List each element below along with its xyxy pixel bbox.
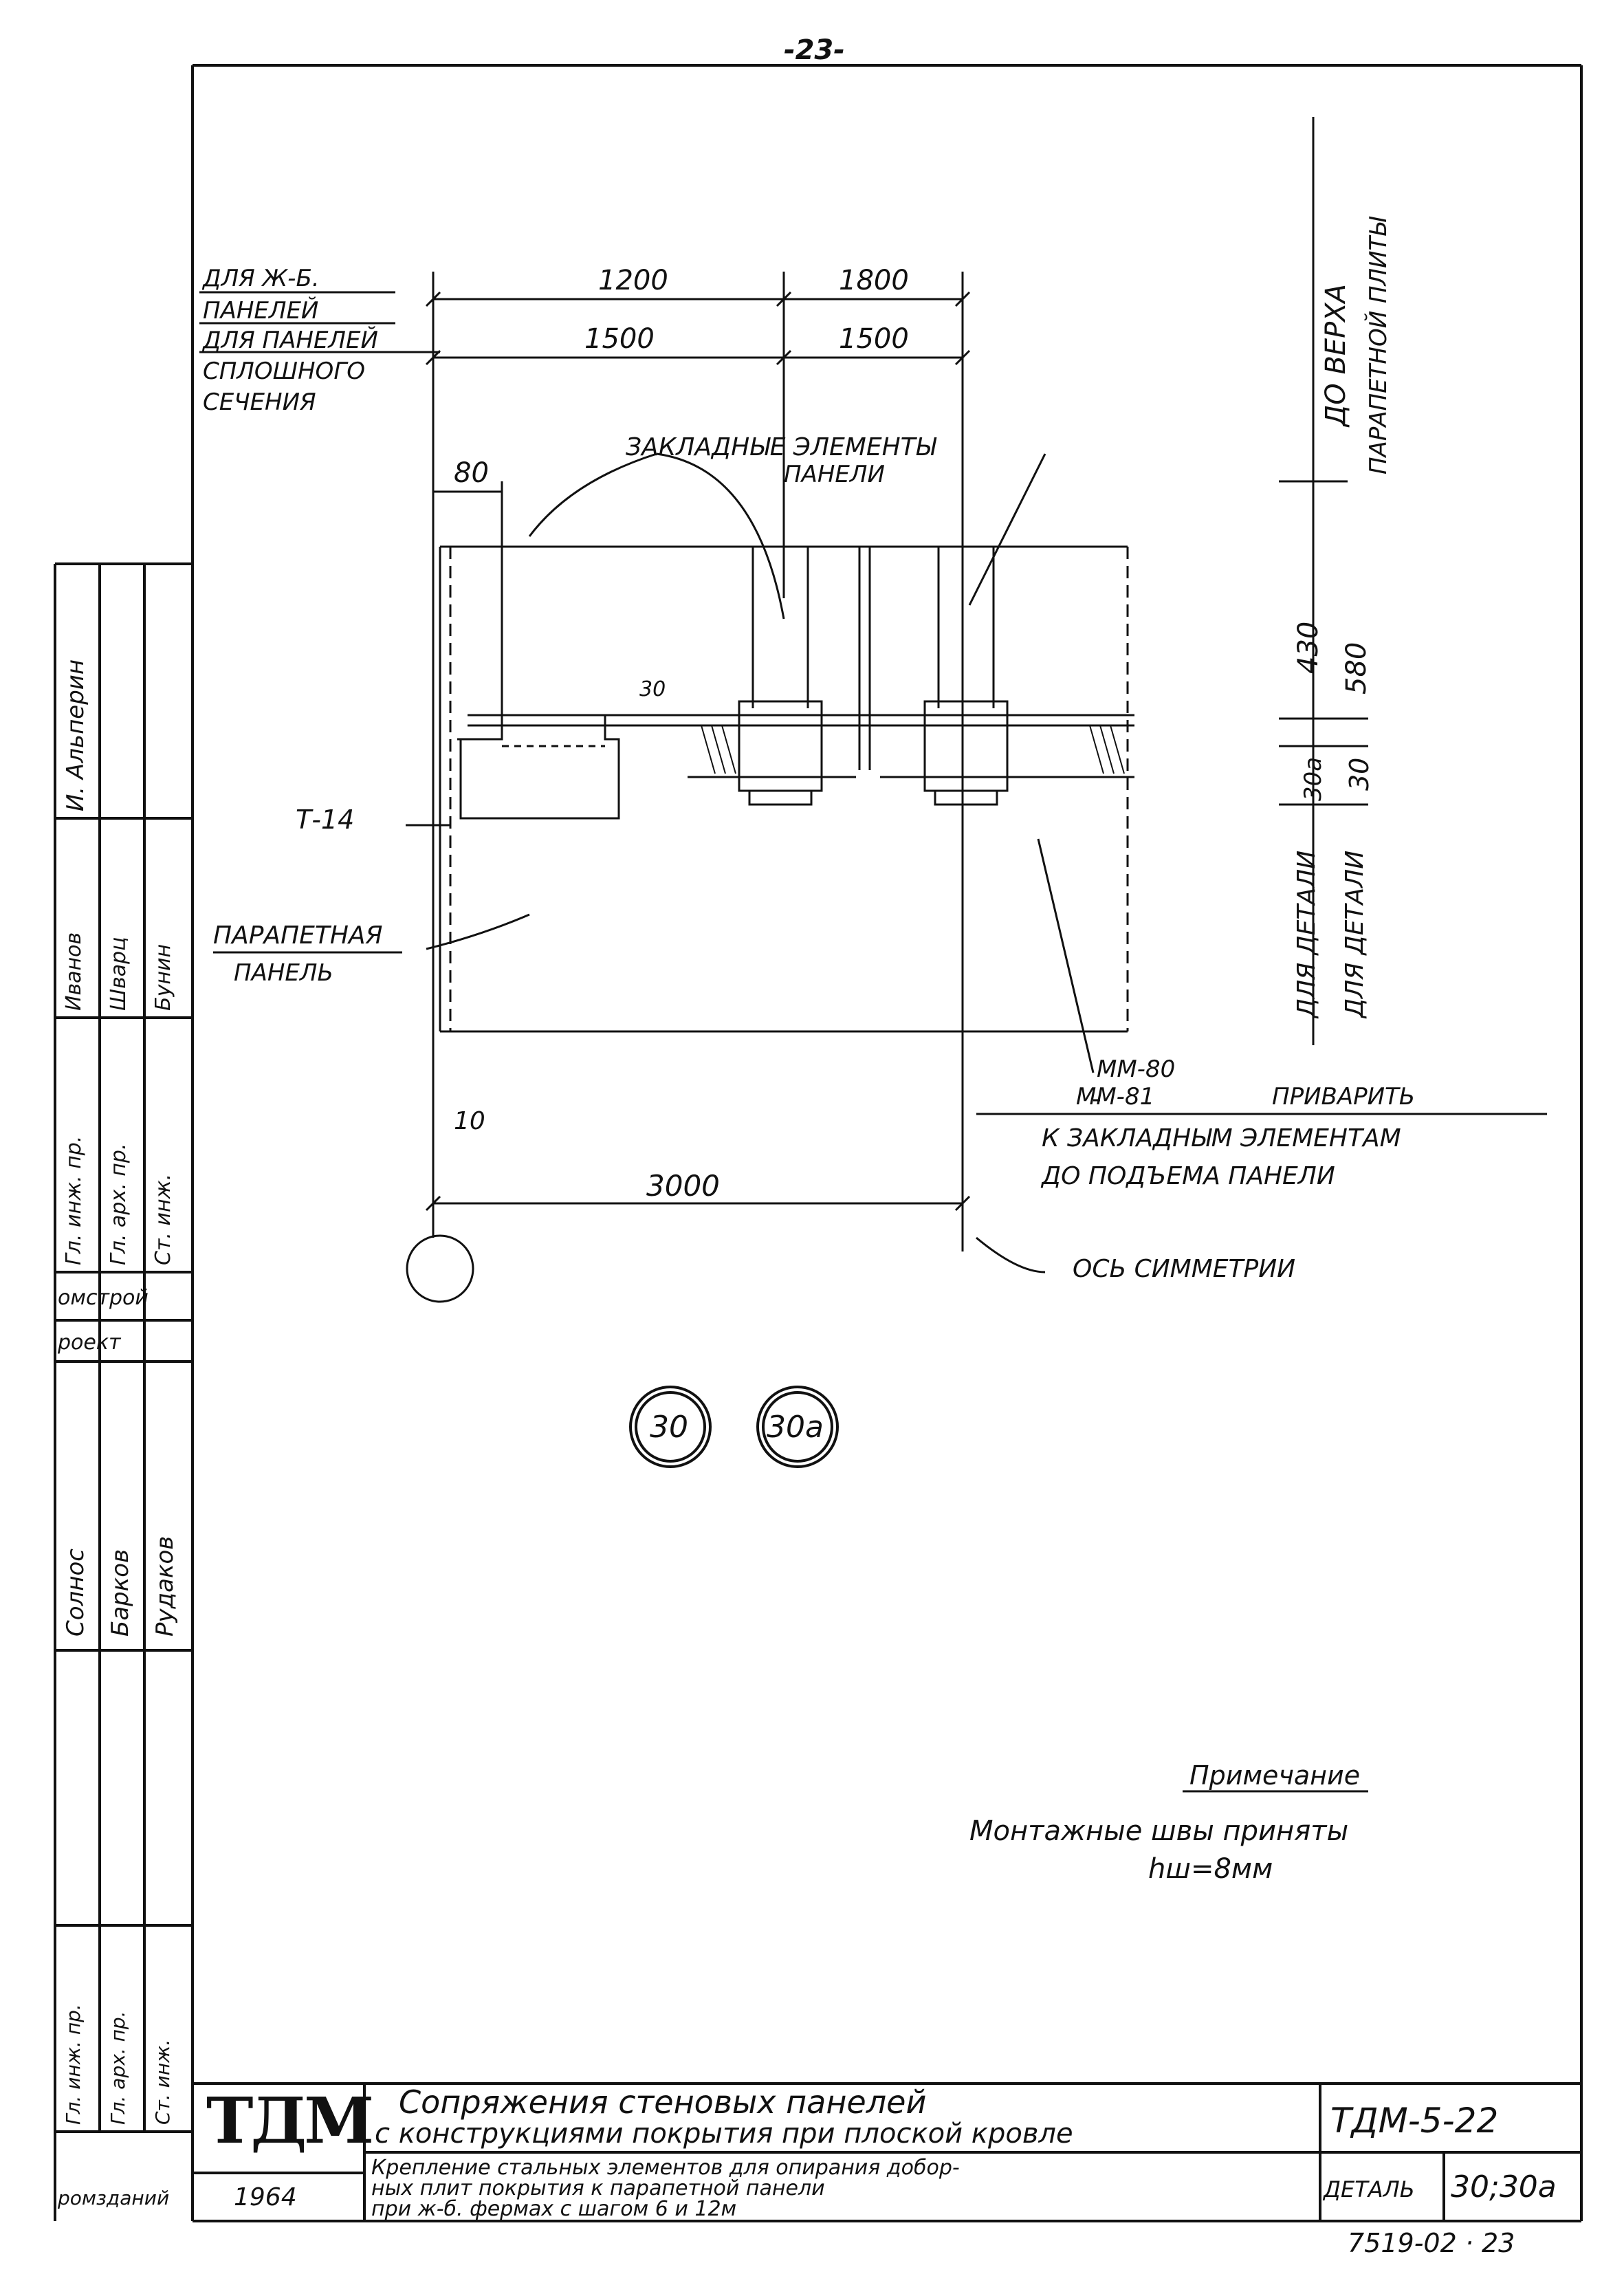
stamp-col4-0: Солнос [62,1549,89,1637]
title-block-code: ТДМ-5-22 [1330,2101,1499,2141]
label-solid-panels: ДЛЯ ПАНЕЛЕЙ [203,327,378,354]
callout-weld-2: К ЗАКЛАДНЫМ ЭЛЕМЕНТАМ [1042,1124,1401,1152]
label-for-detail-30a: ДЛЯ ДЕТАЛИ [1293,850,1321,1018]
callout-weld-3: ДО ПОДЪЕМА ПАНЕЛИ [1042,1162,1335,1190]
title-block-detail-value: 30;30а [1451,2169,1557,2205]
callout-mm80: ММ-80 [1097,1056,1176,1083]
detail-mark-30a: 30а [767,1410,824,1445]
parapet-panel-outline [406,545,1134,1303]
dim-10: 10 [454,1107,485,1135]
stamp-top-name: И. Альперин [62,659,89,811]
note-title: Примечание [1189,1760,1361,1791]
stamp-org-2: роект [58,1331,121,1355]
stamp-col3-2: Ст. инж. [151,2039,174,2125]
page-number: -23- [784,34,845,66]
callout-mm81: ММ-81 [1076,1083,1155,1111]
dim-30: 30 [639,677,666,701]
detail-mark-circles [629,1386,839,1468]
label-jb-panels: ДЛЯ Ж-Б. [203,265,320,292]
label-for-detail-30: ДЛЯ ДЕТАЛИ [1341,850,1369,1018]
sub-line-2: ных плит покрытия к парапетной панели [371,2176,825,2200]
label-solid-panels-2: СПЛОШНОГО [203,358,366,385]
callout-t14: Т-14 [296,805,355,835]
title-block-logo: ТДМ [206,2084,374,2158]
callout-parapet-2: ПАНЕЛЬ [234,959,333,987]
stamp-col2-0: Иванов [62,932,86,1011]
label-solid-panels-3: СЕЧЕНИЯ [203,389,316,416]
dim-30b: 30 [1344,757,1374,791]
stamp-col3-1: Гл. арх. пр. [107,2011,129,2125]
footer-number: 7519-02 · 23 [1348,2228,1515,2258]
label-to-top-2: ПАРАПЕТНОЙ ПЛИТЫ [1365,217,1392,474]
note-line-1: Монтажные швы приняты [969,1815,1349,1847]
dim-1200: 1200 [598,265,668,296]
title-line-2: с конструкциями покрытия при плоской кро… [375,2118,1073,2150]
dim-3000: 3000 [646,1169,720,1203]
title-block-year: 1964 [234,2183,297,2211]
stamp-col1-0: Гл. инж. пр. [62,1135,86,1265]
dim-1500-a: 1500 [584,323,655,355]
callout-parapet: ПАРАПЕТНАЯ [213,921,383,950]
title-block-detail-label: ДЕТАЛЬ [1324,2176,1415,2202]
label-jb-panels-2: ПАНЕЛЕЙ [203,297,319,325]
title-line-1: Сопряжения стеновых панелей [399,2084,927,2121]
sub-line-1: Крепление стальных элементов для опирани… [371,2156,960,2180]
title-block-org: ромзданий [58,2187,170,2209]
beam-hatching [701,725,1125,774]
stamp-col4-2: Рудаков [151,1535,179,1637]
stamp-col1-2: Ст. инж. [151,1173,175,1265]
dimension-lines [425,117,1368,1238]
stamp-col1-1: Гл. арх. пр. [107,1143,131,1265]
dim-580: 580 [1341,642,1372,695]
stamp-org-1: омстрой [58,1286,149,1310]
stamp-col3-0: Гл. инж. пр. [62,2004,85,2125]
stamp-col4-1: Барков [107,1549,134,1637]
note-line-2: hш=8мм [1148,1853,1273,1885]
dim-30a: 30а [1299,756,1327,801]
dim-430: 430 [1293,621,1324,674]
dim-80: 80 [454,457,489,489]
sub-line-3: при ж-б. фермах с шагом 6 и 12м [371,2197,737,2221]
label-to-top: ДО ВЕРХА [1320,283,1352,426]
dim-1500-b: 1500 [839,323,909,355]
detail-mark-30: 30 [650,1410,688,1445]
callout-embedded: ЗАКЛАДНЫЕ ЭЛЕМЕНТЫ [626,433,936,461]
callout-weld: ПРИВАРИТЬ [1272,1083,1416,1111]
stamp-col2-1: Шварц [107,937,131,1011]
callout-axis: ОСЬ СИММЕТРИИ [1073,1255,1296,1283]
leader-lines [406,452,1100,1273]
callout-embedded-2: ПАНЕЛИ [784,461,885,488]
stamp-col2-2: Бунин [151,943,175,1011]
underlines [199,291,1547,1793]
dim-1800: 1800 [839,265,909,296]
